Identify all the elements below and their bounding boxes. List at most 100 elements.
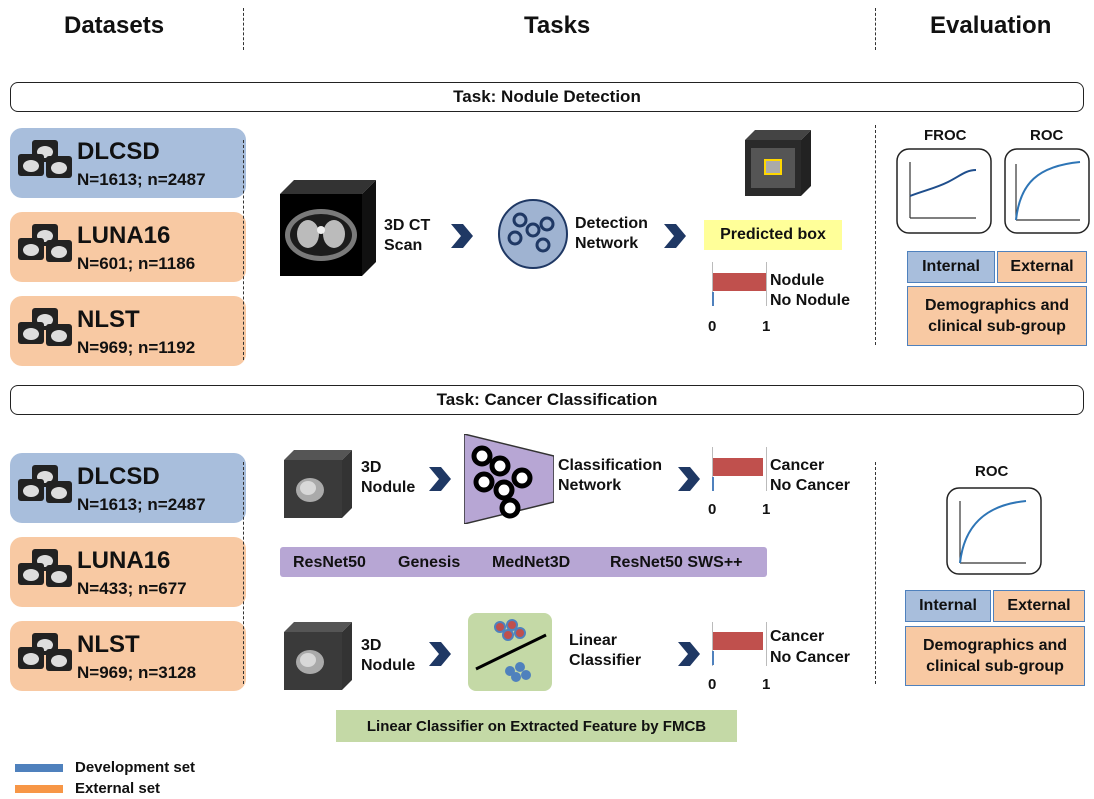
- dataset-name: LUNA16: [77, 547, 171, 574]
- arrow-chevron-icon: [429, 467, 451, 491]
- subgroup-label: Demographics and: [922, 637, 1068, 654]
- dataset-name: LUNA16: [77, 222, 171, 249]
- dataset-name: DLCSD: [77, 138, 160, 165]
- roc-curve-icon: [1004, 148, 1090, 234]
- nodule-cube-icon: [284, 450, 352, 518]
- external-label: External: [993, 590, 1085, 622]
- output-bar-cancer: [713, 458, 763, 476]
- dataset-name: DLCSD: [77, 463, 160, 490]
- internal-label: Internal: [907, 251, 995, 283]
- axis-tick: 1: [762, 318, 771, 335]
- header-divider: [243, 8, 244, 50]
- section-divider: [875, 462, 876, 684]
- internal-label: Internal: [905, 590, 991, 622]
- output-label: No Cancer: [770, 649, 851, 666]
- output-label: Cancer: [770, 628, 825, 645]
- legend-swatch-external: [15, 785, 63, 793]
- section-divider: [243, 462, 244, 684]
- output-bar-no-cancer: [712, 651, 714, 665]
- subgroup-box: Demographics and clinical sub-group: [905, 626, 1085, 686]
- model-label: MedNet3D: [492, 554, 571, 571]
- output-label: Cancer: [770, 457, 825, 474]
- legend-swatch-development: [15, 764, 63, 772]
- task-title-detection: Task: Nodule Detection: [10, 82, 1084, 112]
- output-bar-no-cancer: [712, 477, 714, 491]
- linear-label: Linear: [569, 632, 618, 649]
- dataset-card-dlcsd: DLCSD N=1613; n=2487: [10, 453, 246, 523]
- eval-title-roc: ROC: [1030, 127, 1064, 144]
- external-label: External: [997, 251, 1087, 283]
- output-axis-left: [712, 622, 713, 666]
- subgroup-label: clinical sub-group: [928, 318, 1066, 335]
- ct-scanner-icon: [18, 549, 72, 587]
- dataset-card-luna16: LUNA16 N=601; n=1186: [10, 212, 246, 282]
- linear-label: Classifier: [569, 652, 642, 669]
- arrow-chevron-icon: [678, 467, 700, 491]
- axis-tick: 0: [708, 501, 717, 518]
- dataset-count: N=969; n=1192: [77, 338, 196, 357]
- input-label: Nodule: [361, 657, 416, 674]
- ct-scanner-icon: [18, 465, 72, 503]
- ct-scan-cube-icon: [280, 180, 376, 276]
- subgroup-label: clinical sub-group: [926, 658, 1064, 675]
- dataset-card-luna16: LUNA16 N=433; n=677: [10, 537, 246, 607]
- axis-tick: 0: [708, 318, 717, 335]
- input-label: 3D: [361, 459, 382, 476]
- input-label: 3D: [361, 637, 382, 654]
- output-bar-no-nodule: [712, 292, 714, 306]
- legend-label: Development set: [75, 759, 196, 776]
- dataset-count: N=969; n=3128: [77, 663, 197, 682]
- dataset-count: N=433; n=677: [77, 579, 187, 598]
- nodule-cube-icon: [284, 622, 352, 690]
- ct-scanner-icon: [18, 224, 72, 262]
- section-divider: [875, 125, 876, 345]
- ct-scanner-icon: [18, 308, 72, 346]
- roc-curve-icon: [946, 487, 1042, 575]
- linear-classifier-icon: [468, 613, 552, 691]
- axis-tick: 0: [708, 676, 717, 693]
- output-axis-right: [766, 622, 767, 666]
- subgroup-label: Demographics and: [924, 297, 1070, 314]
- input-label: Scan: [384, 237, 423, 254]
- subgroup-box: Demographics and clinical sub-group: [907, 286, 1087, 346]
- axis-tick: 1: [762, 501, 771, 518]
- model-label: ResNet50 SWS++: [610, 554, 743, 571]
- output-axis-right: [766, 447, 767, 491]
- header-evaluation: Evaluation: [930, 12, 1052, 39]
- dataset-card-nlst: NLST N=969; n=3128: [10, 621, 246, 691]
- classification-network-icon: [464, 434, 554, 524]
- dataset-count: N=601; n=1186: [77, 254, 196, 273]
- arrow-chevron-icon: [664, 224, 686, 248]
- network-label: Classification: [558, 457, 663, 474]
- ct-scanner-icon: [18, 140, 72, 178]
- network-label: Detection: [575, 215, 648, 232]
- header-divider: [875, 8, 876, 50]
- output-label: No Cancer: [770, 477, 851, 494]
- output-label: Nodule: [770, 272, 825, 289]
- header-datasets: Datasets: [64, 12, 165, 39]
- froc-curve-icon: [896, 148, 992, 234]
- input-label: Nodule: [361, 479, 416, 496]
- dataset-count: N=1613; n=2487: [77, 495, 206, 514]
- linear-caption: Linear Classifier on Extracted Feature b…: [336, 710, 737, 742]
- ct-scanner-icon: [18, 633, 72, 671]
- input-label: 3D CT: [384, 217, 431, 234]
- model-label: ResNet50: [293, 554, 366, 571]
- axis-tick: 1: [762, 676, 771, 693]
- task-title-classification: Task: Cancer Classification: [10, 385, 1084, 415]
- eval-title-froc: FROC: [924, 127, 967, 144]
- header-tasks: Tasks: [524, 12, 591, 39]
- network-label: Network: [558, 477, 622, 494]
- dataset-card-nlst: NLST N=969; n=1192: [10, 296, 246, 366]
- model-strip: ResNet50 Genesis MedNet3D ResNet50 SWS++: [280, 547, 767, 577]
- legend-label: External set: [75, 780, 161, 797]
- predicted-box-label: Predicted box: [704, 220, 842, 250]
- dataset-name: NLST: [77, 631, 140, 658]
- dataset-name: NLST: [77, 306, 140, 333]
- output-axis-right: [766, 262, 767, 306]
- section-divider: [243, 140, 244, 360]
- eval-title-roc: ROC: [975, 463, 1009, 480]
- network-label: Network: [575, 235, 639, 252]
- arrow-chevron-icon: [451, 224, 473, 248]
- arrow-chevron-icon: [678, 642, 700, 666]
